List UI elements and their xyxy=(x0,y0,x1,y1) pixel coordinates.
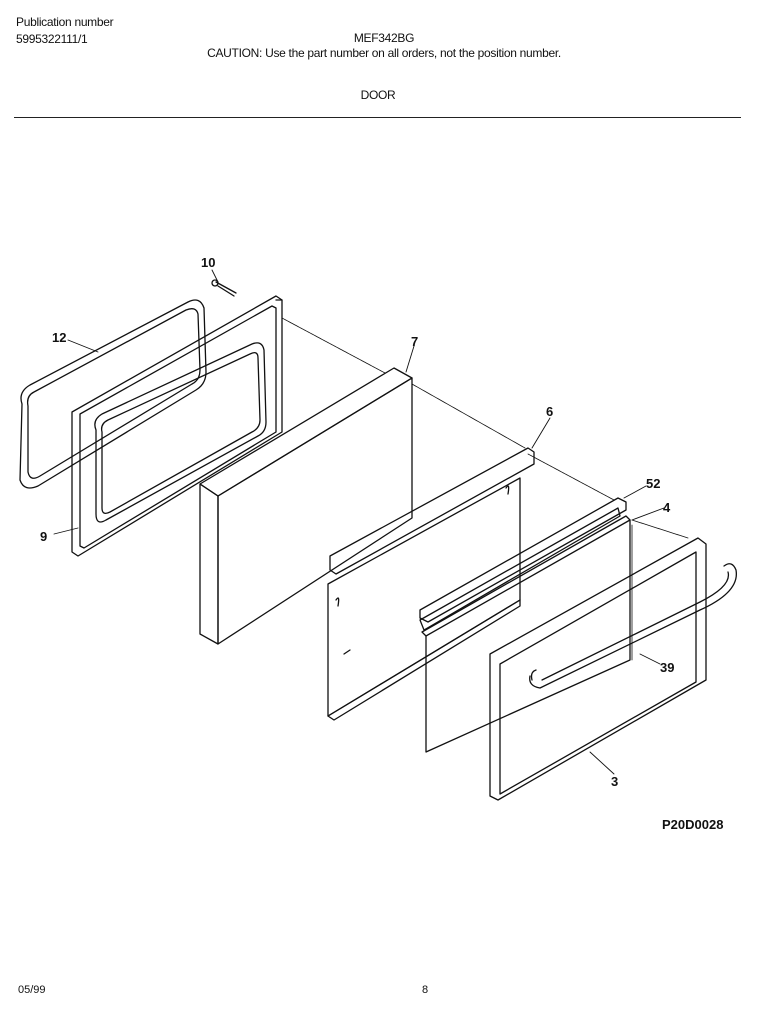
callout-12: 12 xyxy=(52,330,66,345)
callout-39: 39 xyxy=(660,660,674,675)
caution-note: CAUTION: Use the part number on all orde… xyxy=(207,46,561,60)
callout-6: 6 xyxy=(546,404,553,419)
footer-date: 05/99 xyxy=(18,984,46,996)
door-gasket-part xyxy=(19,299,207,489)
header-rule xyxy=(14,117,741,118)
callout-10: 10 xyxy=(201,255,215,270)
diagram-code: P20D0028 xyxy=(662,817,724,832)
outer-door-frame-part xyxy=(489,537,707,801)
door-glass-part xyxy=(421,515,631,753)
publication-label: Publication number xyxy=(16,15,114,29)
screw-part xyxy=(211,279,237,297)
callout-3: 3 xyxy=(611,774,618,789)
insulation-panel-part xyxy=(199,367,413,645)
door-panel-part xyxy=(327,447,535,721)
section-title: DOOR xyxy=(360,88,396,102)
inner-door-liner-part xyxy=(71,295,283,557)
callout-9: 9 xyxy=(40,529,47,544)
glass-retainer-part xyxy=(419,497,627,631)
callout-52: 52 xyxy=(646,476,660,491)
page-number: 8 xyxy=(422,984,429,996)
callout-4: 4 xyxy=(663,500,671,515)
publication-number: 5995322111/1 xyxy=(16,32,88,46)
door-handle-part xyxy=(529,563,737,689)
leader-lines xyxy=(53,269,665,775)
model-number: MEF342BG xyxy=(353,31,415,45)
callout-7: 7 xyxy=(411,334,418,349)
alignment-lines xyxy=(281,317,689,661)
